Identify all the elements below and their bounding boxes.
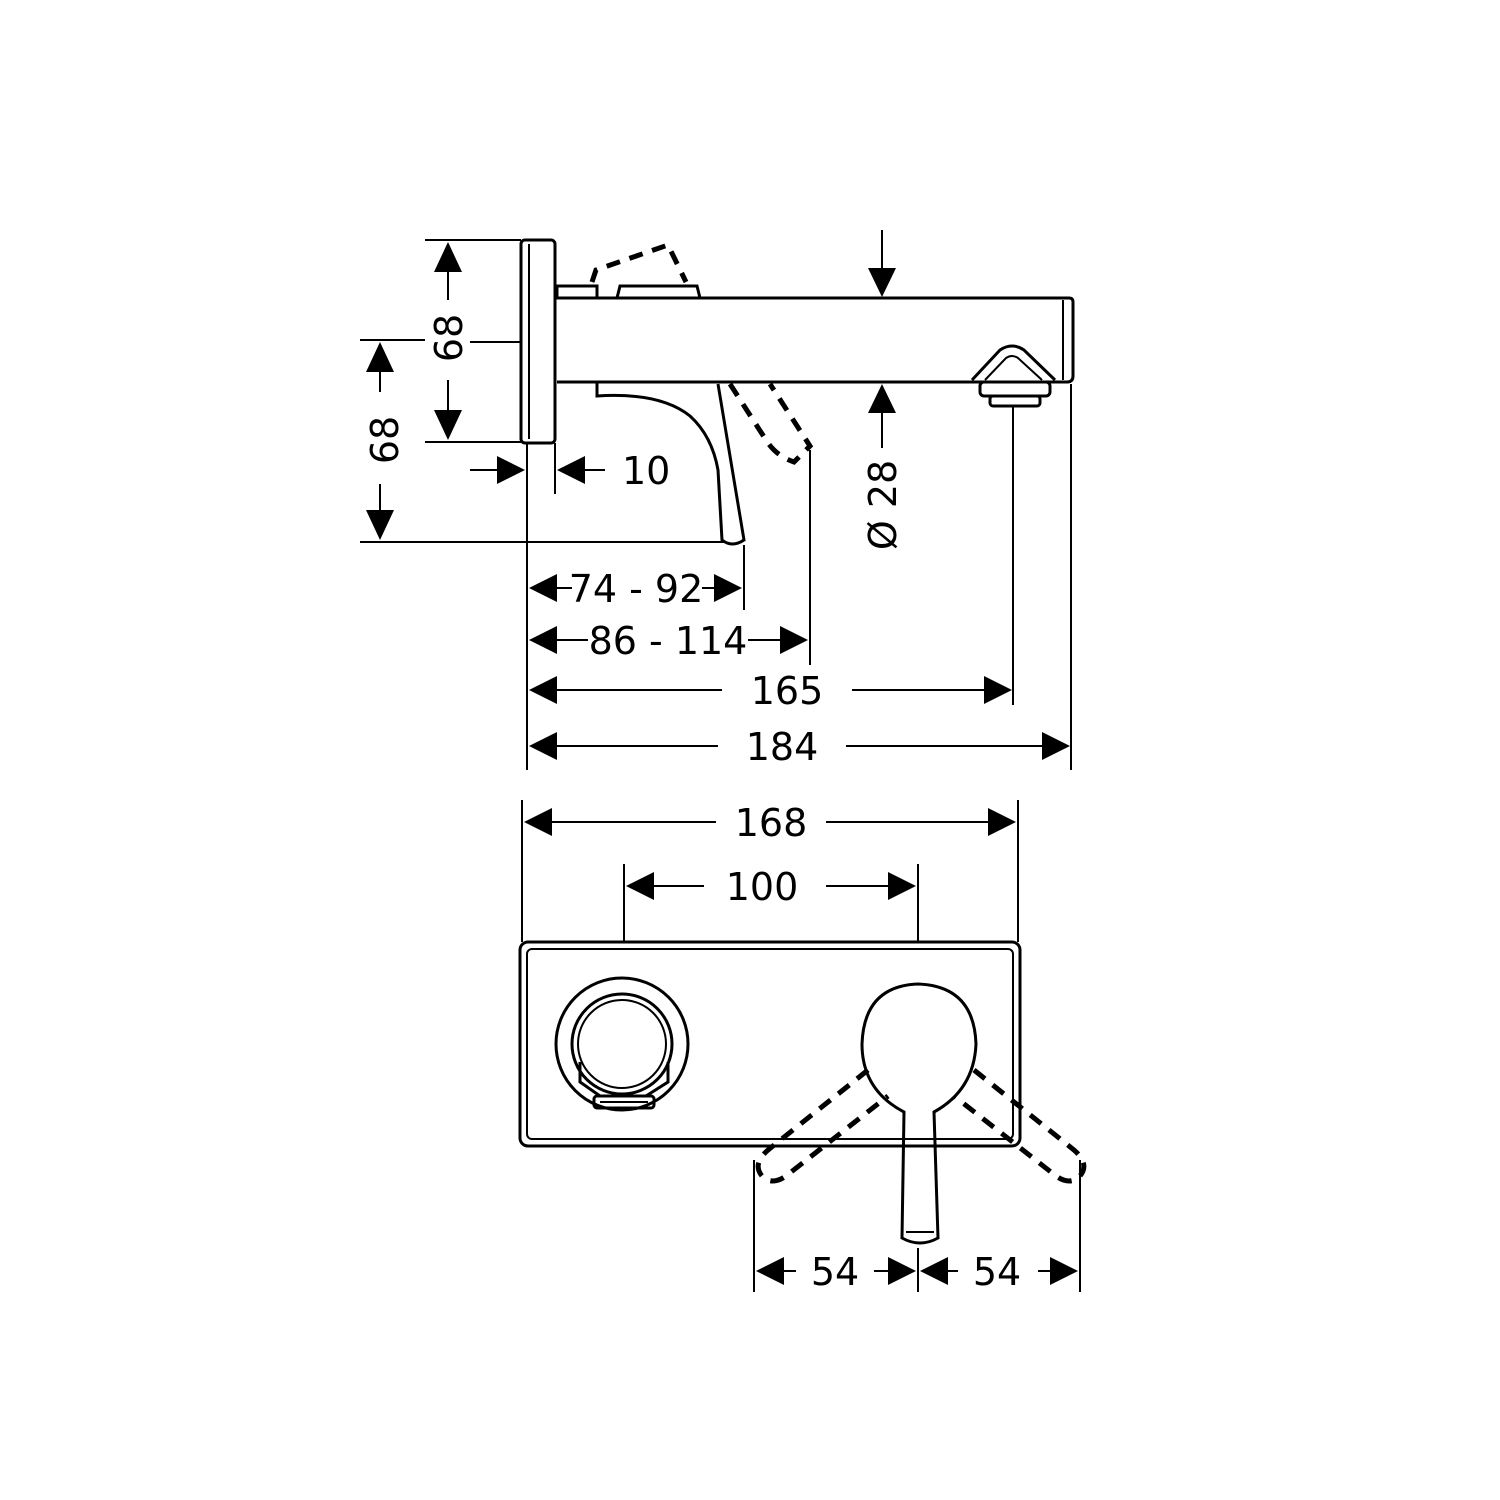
dimension-label-rosette-height: 68: [427, 314, 471, 362]
dimension-label-lever-height: 68: [363, 416, 407, 464]
dimension-label-rosette-thickness: 10: [622, 449, 670, 493]
dimension-label-diameter: Ø 28: [861, 460, 905, 550]
dimension-label-total-projection: 184: [746, 725, 819, 769]
dimension-lever-height: 68: [360, 339, 725, 543]
aerator: [970, 344, 1057, 408]
lever-swing-left-dashed-outline: [755, 1068, 890, 1184]
spout-body: [557, 296, 1075, 384]
dimension-lever-reach-tilted: 86 - 114: [529, 619, 808, 663]
dimension-total-projection: 184: [529, 725, 1070, 769]
dimension-label-lever-reach-tilted: 86 - 114: [589, 619, 748, 663]
dimension-plate-width: 168: [521, 800, 1019, 942]
dimension-label-outlet-projection: 165: [751, 669, 824, 713]
lever-swing-right-dashed-outline: [952, 1068, 1087, 1184]
dimension-centers: 100: [623, 864, 919, 942]
lever-handle-dashed-outline: [727, 382, 814, 465]
lever-base: [555, 284, 702, 300]
dimension-rosette-thickness: 10: [470, 443, 670, 770]
dimension-swing-right: 54: [920, 1250, 1078, 1294]
dimension-swing-left: 54: [756, 1250, 916, 1294]
dimension-diameter: Ø 28: [861, 230, 905, 550]
front-view: 168 100: [518, 800, 1087, 1294]
dimension-label-lever-reach: 74 - 92: [569, 567, 704, 611]
dimension-label-swing-right: 54: [973, 1250, 1021, 1294]
lever-handle: [595, 380, 746, 546]
side-view: 68 68 10 Ø 28: [360, 230, 1075, 770]
dimension-label-swing-left: 54: [811, 1250, 859, 1294]
lever-top-dashed-outline: [589, 241, 689, 284]
dimension-lever-reach: 74 - 92: [529, 567, 742, 611]
dimension-outlet-projection: 165: [529, 669, 1012, 713]
wall-plate: [518, 940, 1022, 1148]
wall-rosette: [519, 238, 557, 445]
dimension-rosette-height: 68: [425, 239, 521, 443]
dimension-label-plate-width: 168: [735, 801, 808, 845]
spout-outlet-front: [554, 976, 690, 1112]
mixer-handle-front: [860, 982, 978, 1245]
dimension-label-centers: 100: [726, 865, 799, 909]
